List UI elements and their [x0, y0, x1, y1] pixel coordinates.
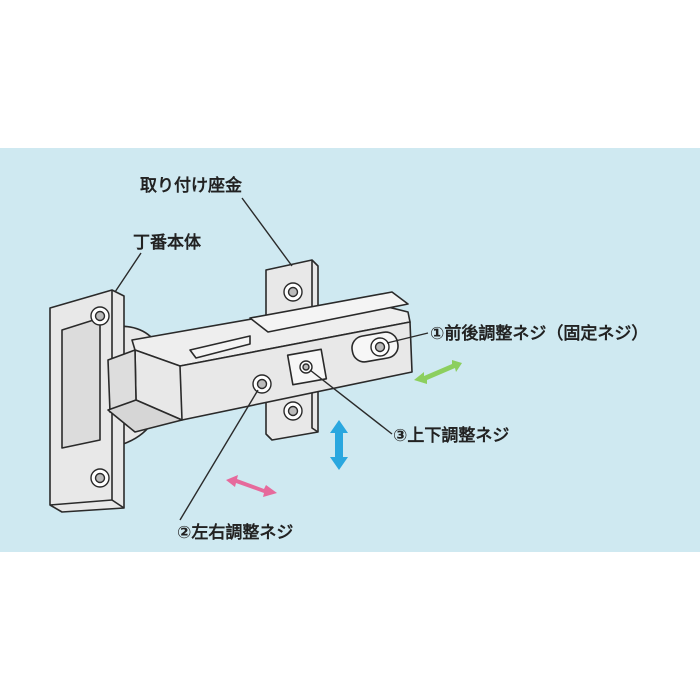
left-right-arrow-icon	[226, 475, 277, 497]
label-left-right-screw: ②左右調整ネジ	[177, 522, 293, 543]
label-front-back-screw: ①前後調整ネジ（固定ネジ）	[430, 323, 648, 344]
label-mounting-plate: 取り付け座金	[140, 175, 243, 196]
front-back-arrow-icon	[414, 360, 462, 384]
up-down-arrow-icon	[330, 420, 348, 470]
label-hinge-body: 丁番本体	[133, 232, 202, 253]
screws	[90, 282, 390, 488]
leader-lines	[114, 197, 429, 521]
label-up-down-screw: ③上下調整ネジ	[393, 425, 509, 446]
